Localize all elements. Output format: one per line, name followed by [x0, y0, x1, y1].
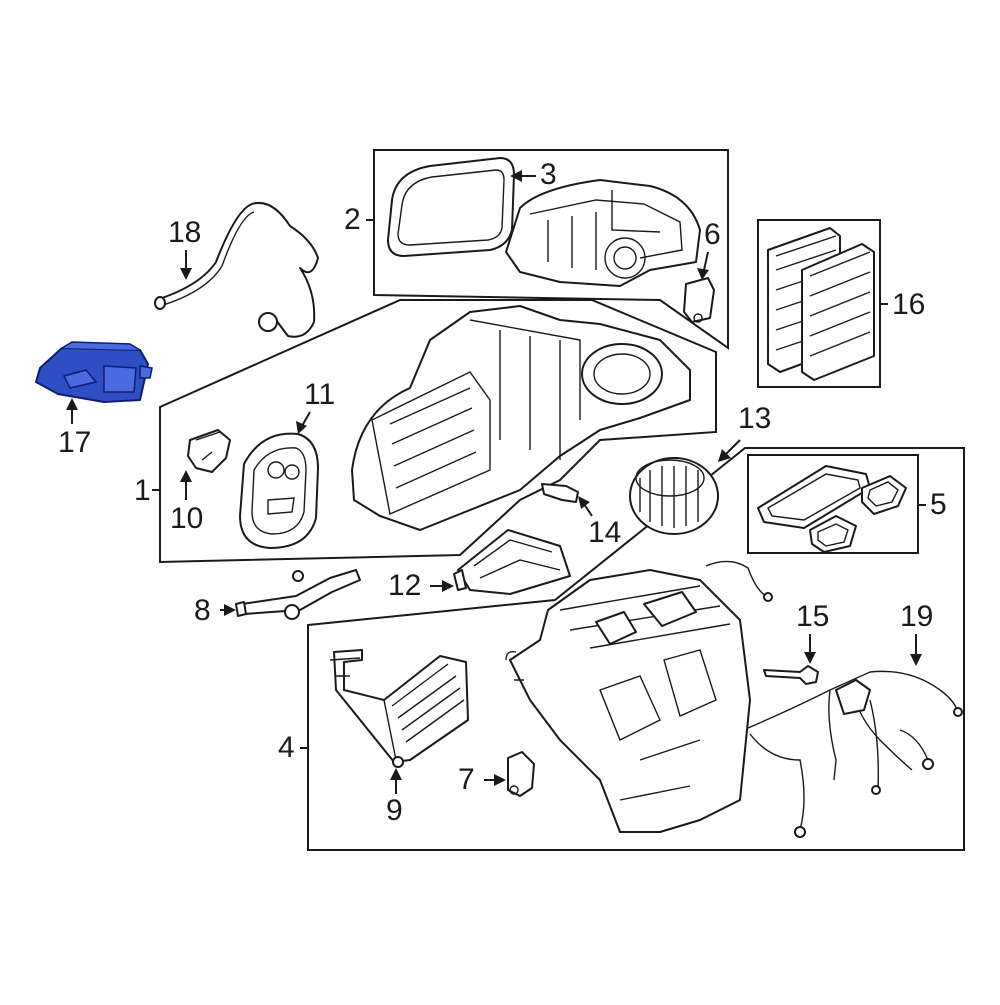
callout-2: 2 [344, 203, 361, 236]
part-7-actuator[interactable] [507, 751, 535, 797]
group-box-2 [373, 149, 729, 350]
callout-14: 14 [588, 516, 622, 549]
callout-5: 5 [930, 488, 947, 521]
part-17-control-module[interactable] [35, 341, 153, 403]
part-14-sensor[interactable] [541, 483, 579, 503]
part-10-sensor[interactable] [187, 429, 231, 473]
part-13-blower-motor[interactable] [629, 457, 719, 535]
part-19-wiring-harness[interactable] [747, 670, 963, 838]
part-15-sensor[interactable] [763, 665, 819, 685]
callout-10: 10 [170, 502, 204, 535]
callout-9: 9 [386, 794, 403, 827]
group-box-4 [307, 447, 965, 851]
part-9-heater-core[interactable] [329, 649, 469, 768]
callout-13: 13 [738, 402, 772, 435]
part-2-upper-case[interactable] [505, 179, 701, 287]
callout-3: 3 [540, 158, 557, 191]
part-5-seals[interactable] [757, 465, 907, 553]
callout-12: 12 [388, 569, 422, 602]
callout-11: 11 [304, 378, 336, 411]
part-12-duct[interactable] [453, 529, 571, 595]
callout-17: 17 [58, 426, 92, 459]
callout-6: 6 [704, 218, 721, 251]
part-4-hvac-case[interactable] [505, 560, 773, 833]
callout-19: 19 [900, 600, 934, 633]
part-16-filters[interactable] [767, 227, 875, 381]
callout-1: 1 [134, 474, 151, 507]
callout-18: 18 [168, 216, 202, 249]
callout-8: 8 [194, 594, 211, 627]
part-11-seal[interactable] [239, 432, 319, 549]
part-3-seal[interactable] [387, 157, 515, 257]
leader-lines [66, 170, 926, 794]
group-box-1 [159, 299, 717, 564]
part-18-hose[interactable] [154, 202, 319, 338]
part-6-actuator[interactable] [683, 277, 715, 323]
callout-15: 15 [796, 600, 830, 633]
part-1-blower-housing[interactable] [351, 305, 691, 531]
part-8-tube[interactable] [235, 569, 361, 620]
callout-7: 7 [458, 763, 475, 796]
callout-16: 16 [892, 288, 926, 321]
callout-4: 4 [278, 731, 295, 764]
